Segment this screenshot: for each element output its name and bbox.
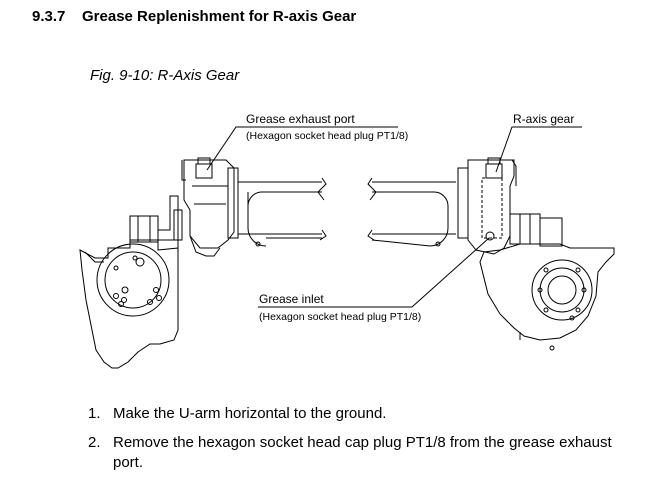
exhaust-port-label: Grease exhaust port: [246, 112, 355, 126]
step-text: Remove the hexagon socket head cap plug …: [113, 434, 612, 471]
section-title: Grease Replenishment for R-axis Gear: [82, 8, 357, 25]
step-text: Make the U-arm horizontal to the ground.: [113, 405, 387, 422]
section-heading: 9.3.7 Grease Replenishment for R-axis Gea…: [32, 8, 356, 25]
left-robot-view: [79, 157, 327, 369]
inlet-leader-line: [258, 237, 490, 308]
exhaust-leader-line: [206, 126, 398, 171]
r-axis-gear-diagram: Grease exhaust port (Hexagon socket head…: [79, 112, 615, 369]
step-item: 1. Make the U-arm horizontal to the grou…: [88, 404, 628, 424]
procedure-steps: 1. Make the U-arm horizontal to the grou…: [88, 404, 628, 482]
right-robot-view: [367, 157, 615, 351]
figure-caption: Fig. 9-10: R-Axis Gear: [90, 67, 240, 84]
step-number: 2.: [88, 434, 101, 451]
r-axis-gear-label: R-axis gear: [513, 112, 574, 126]
step-item: 2. Remove the hexagon socket head cap pl…: [88, 433, 628, 473]
section-number: 9.3.7: [32, 8, 66, 25]
grease-inlet-sublabel: (Hexagon socket head plug PT1/8): [259, 311, 421, 323]
exhaust-port-sublabel: (Hexagon socket head plug PT1/8): [246, 130, 408, 142]
gear-leader-line: [495, 126, 582, 173]
grease-inlet-label: Grease inlet: [259, 292, 324, 306]
step-number: 1.: [88, 405, 101, 422]
